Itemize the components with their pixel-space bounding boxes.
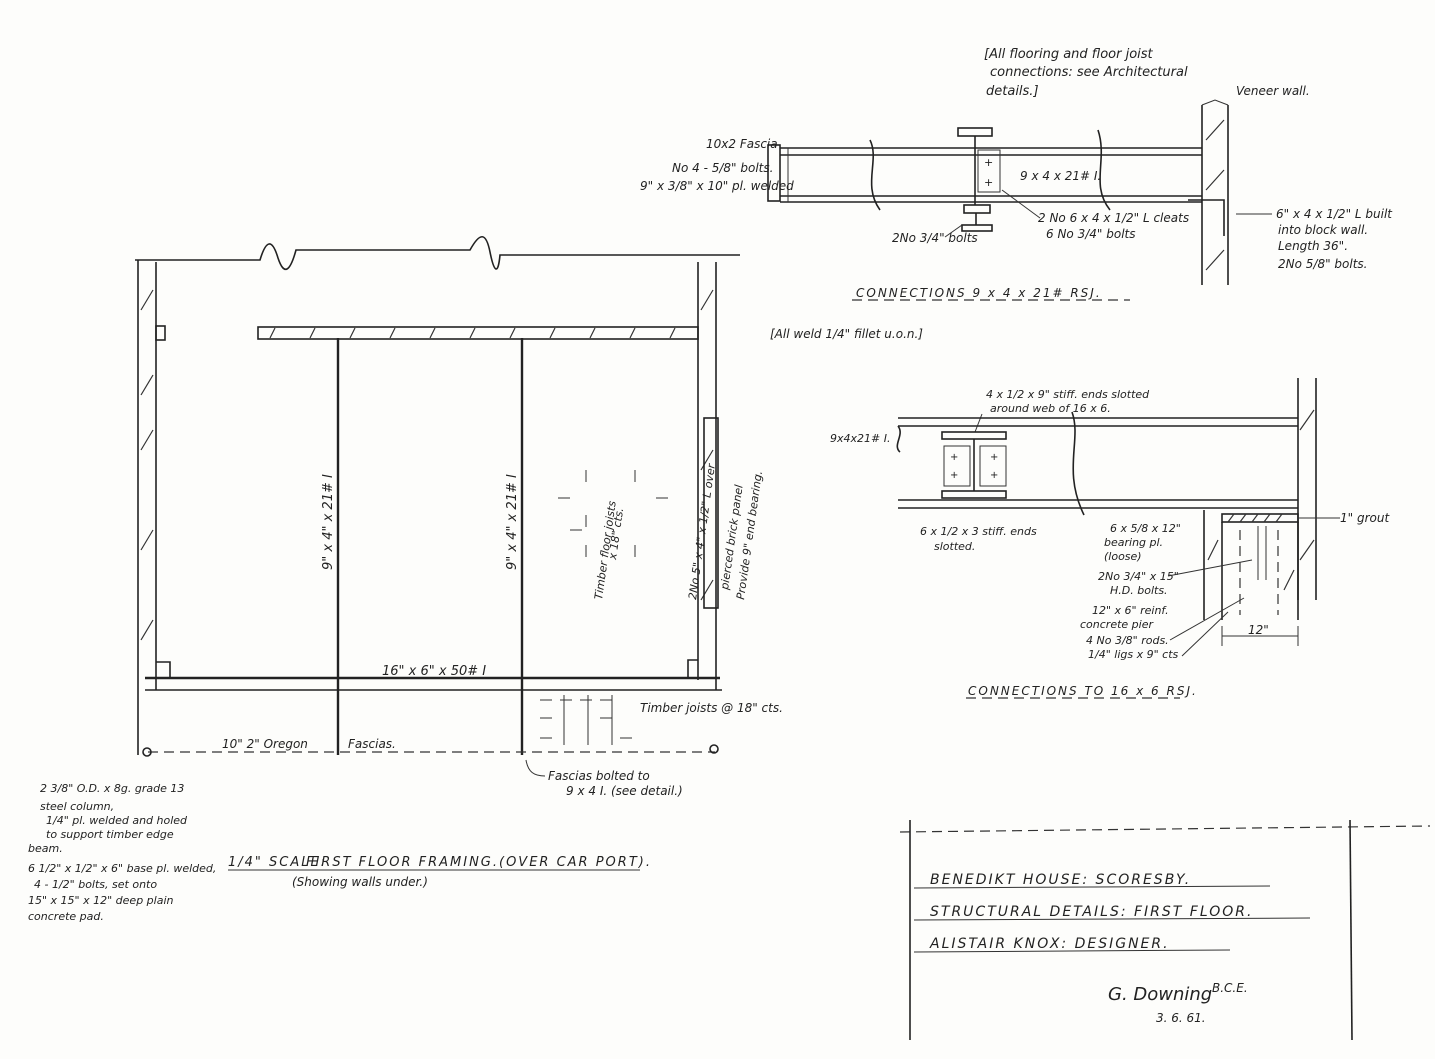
svg-text:+: + <box>984 176 993 189</box>
left-wall-hatch <box>140 289 154 641</box>
floor-framing-plan: 9" x 4" x 21# I 9" x 4" x 21# I Timber f… <box>28 235 783 923</box>
title-line-1: BENEDIKT HOUSE: SCORESBY. <box>930 872 1191 888</box>
top-beam <box>257 326 699 340</box>
svg-text:4 x 1/2 x 9" stiff. ends slott: 4 x 1/2 x 9" stiff. ends slotted <box>986 388 1150 401</box>
title-line-2: STRUCTURAL DETAILS: FIRST FLOOR. <box>930 904 1253 920</box>
svg-text:concrete pad.: concrete pad. <box>28 910 104 923</box>
detail1-caption: CONNECTIONS 9 x 4 x 21# RSJ. <box>856 286 1102 300</box>
svg-text:Length 36".: Length 36". <box>1278 239 1348 253</box>
beam-mid-label: 9" x 4" x 21# I <box>505 474 520 570</box>
detail2-caption: CONNECTIONS TO 16 x 6 RSJ. <box>968 684 1198 698</box>
svg-text:6 x 5/8 x 12": 6 x 5/8 x 12" <box>1110 522 1181 535</box>
svg-text:4 No 3/8" rods.: 4 No 3/8" rods. <box>1086 634 1169 647</box>
svg-text:around web of 16 x 6.: around web of 16 x 6. <box>990 402 1111 415</box>
svg-text:6 No 3/4" bolts: 6 No 3/4" bolts <box>1046 227 1135 241</box>
svg-text:(loose): (loose) <box>1104 550 1142 563</box>
svg-text:beam.: beam. <box>28 842 63 855</box>
svg-text:2No 5/8" bolts.: 2No 5/8" bolts. <box>1278 257 1367 271</box>
right-wall-hatch <box>700 289 714 601</box>
beam-bottom-label: 16" x 6" x 50# I <box>382 664 486 679</box>
top-break-line <box>135 235 740 270</box>
fascia-10x2-label: 10x2 Fascia <box>706 137 778 151</box>
svg-text:2No 3/4" x 15": 2No 3/4" x 15" <box>1098 570 1179 583</box>
svg-text:9 x 4 I. (see detail.): 9 x 4 I. (see detail.) <box>566 784 683 798</box>
svg-text:connections: see Architectural: connections: see Architectural <box>990 65 1188 80</box>
svg-text:+: + <box>950 452 958 463</box>
weld-note: [All weld 1/4" fillet u.o.n.] <box>770 327 923 341</box>
beam-9x4-label-2: 9x4x21# I. <box>830 432 890 445</box>
beam-9x4-label: 9 x 4 x 21# I. <box>1020 169 1101 183</box>
svg-text:2No 3/4" bolts: 2No 3/4" bolts <box>892 231 978 245</box>
steel-column-right <box>709 744 719 754</box>
date: 3. 6. 61. <box>1156 1011 1206 1025</box>
svg-text:4 - 1/2" bolts, set onto: 4 - 1/2" bolts, set onto <box>34 878 157 891</box>
svg-text:2 3/8" O.D. x 8g. grade 13: 2 3/8" O.D. x 8g. grade 13 <box>40 782 184 795</box>
svg-text:details.]: details.] <box>986 84 1039 99</box>
svg-text:15" x 15" x 12" deep plain: 15" x 15" x 12" deep plain <box>28 894 174 907</box>
title-line-3: ALISTAIR KNOX: DESIGNER. <box>929 936 1170 952</box>
svg-text:6 1/2" x 1/2" x 6" base pl. we: 6 1/2" x 1/2" x 6" base pl. welded, <box>28 862 216 875</box>
svg-text:steel column,: steel column, <box>40 800 114 813</box>
signature: G. Downing <box>1108 984 1212 1005</box>
svg-text:+: + <box>990 452 998 463</box>
svg-text:slotted.: slotted. <box>934 540 975 553</box>
svg-text:bearing pl.: bearing pl. <box>1104 536 1163 549</box>
bracket-note: [All flooring and floor joist <box>984 47 1154 62</box>
dimension-12in: 12" <box>1248 623 1269 637</box>
steel-column <box>142 747 152 757</box>
grout-label: 1" grout <box>1340 511 1390 525</box>
plan-subtitle: (Showing walls under.) <box>292 875 428 889</box>
svg-text:H.D. bolts.: H.D. bolts. <box>1110 584 1168 597</box>
svg-text:No 4 - 5/8" bolts.: No 4 - 5/8" bolts. <box>672 161 773 175</box>
svg-text:+: + <box>990 470 998 481</box>
plan-title-scale: 1/4" SCALE: <box>228 855 327 870</box>
detail-connections-9x4: [All flooring and floor joist connection… <box>640 47 1393 341</box>
column-note: 2 3/8" O.D. x 8g. grade 13 steel column,… <box>28 782 216 923</box>
svg-text:+: + <box>950 470 958 481</box>
pier-note: 12" x 6" reinf. <box>1092 604 1169 617</box>
timber-joists-label: Timber joists @ 18" cts. <box>640 701 783 715</box>
title-block: BENEDIKT HOUSE: SCORESBY. STRUCTURAL DET… <box>899 819 1431 1041</box>
svg-text:to support timber edge: to support timber edge <box>46 828 174 841</box>
svg-text:1/4" ligs x 9" cts: 1/4" ligs x 9" cts <box>1088 648 1179 661</box>
svg-text:+: + <box>984 156 993 169</box>
timber-joist-marks <box>540 695 632 745</box>
svg-text:concrete pier: concrete pier <box>1080 618 1154 631</box>
beam-left-label: 9" x 4" x 21# I <box>321 474 336 570</box>
svg-text:9" x 3/8" x 10" pl. welded: 9" x 3/8" x 10" pl. welded <box>640 179 794 193</box>
svg-text:2 No 6 x 4 x 1/2" L cleats: 2 No 6 x 4 x 1/2" L cleats <box>1038 211 1189 225</box>
detail-connections-16x6: 4 x 1/2 x 9" stiff. ends slotted around … <box>830 378 1390 699</box>
svg-text:1/4" pl. welded and holed: 1/4" pl. welded and holed <box>46 814 188 827</box>
fascia-bolted-note: Fascias bolted to <box>548 769 650 783</box>
svg-text:B.C.E.: B.C.E. <box>1212 981 1248 995</box>
plan-title: FIRST FLOOR FRAMING.(OVER CAR PORT). <box>306 855 652 870</box>
svg-text:into block wall.: into block wall. <box>1278 223 1368 237</box>
angle-note: 6" x 4 x 1/2" L built <box>1276 207 1393 221</box>
svg-text:6 x 1/2 x 3 stiff. ends: 6 x 1/2 x 3 stiff. ends <box>920 525 1037 538</box>
fascia-label: 10" 2" Oregon <box>222 737 308 751</box>
right-note: 2No 5" x 4" x 1/2" L over <box>686 461 718 600</box>
joist-cross-marks <box>558 470 668 557</box>
pierced-brick-panel <box>703 417 719 609</box>
veneer-wall-label: Veneer wall. <box>1236 84 1310 98</box>
svg-text:Fascias.: Fascias. <box>348 737 396 751</box>
